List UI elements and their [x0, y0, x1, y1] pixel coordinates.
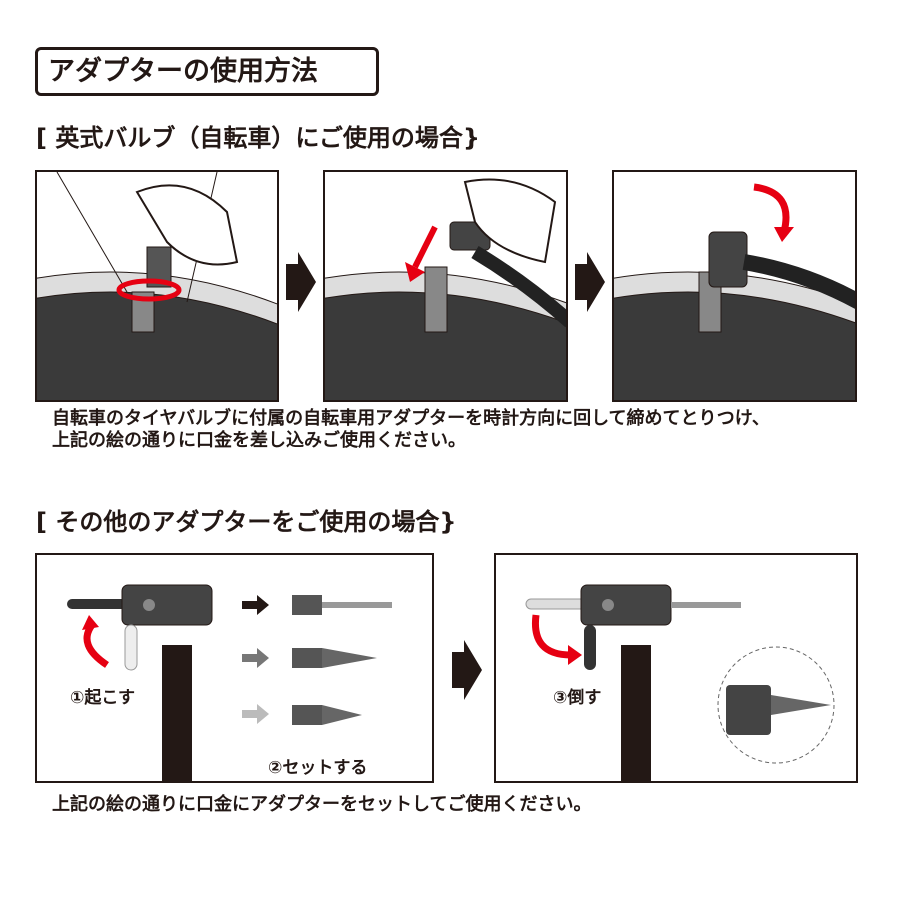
next-step-arrow-icon [452, 640, 482, 700]
step-label-lower: ③倒す [553, 688, 602, 708]
section-heading-english-valve: [ 英式バルブ（自転車）にご使用の場合} [36, 124, 480, 152]
caption-english-valve-line2: 上記の絵の通りに口金を差し込みご使用ください。 [52, 430, 466, 451]
illustration-lock-lever [612, 170, 857, 402]
caption-other-adapters: 上記の絵の通りに口金にアダプターをセットしてご使用ください。 [52, 794, 592, 815]
illustration-attach-adapter [35, 170, 279, 402]
next-step-arrow-icon [575, 252, 605, 312]
page-title: アダプターの使用方法 [35, 47, 379, 96]
step-label-set: ②セットする [268, 758, 368, 778]
section-heading-other-adapters: [ その他のアダプターをご使用の場合} [36, 508, 457, 536]
next-step-arrow-icon [286, 252, 316, 312]
illustration-lower-lever [494, 553, 858, 783]
step-label-raise: ①起こす [70, 688, 136, 708]
caption-english-valve-line1: 自転車のタイヤバルブに付属の自転車用アダプターを時計方向に回して締めてとりつけ、 [52, 408, 770, 429]
illustration-raise-and-set-adapter [35, 553, 434, 783]
illustration-insert-nozzle [323, 170, 568, 402]
